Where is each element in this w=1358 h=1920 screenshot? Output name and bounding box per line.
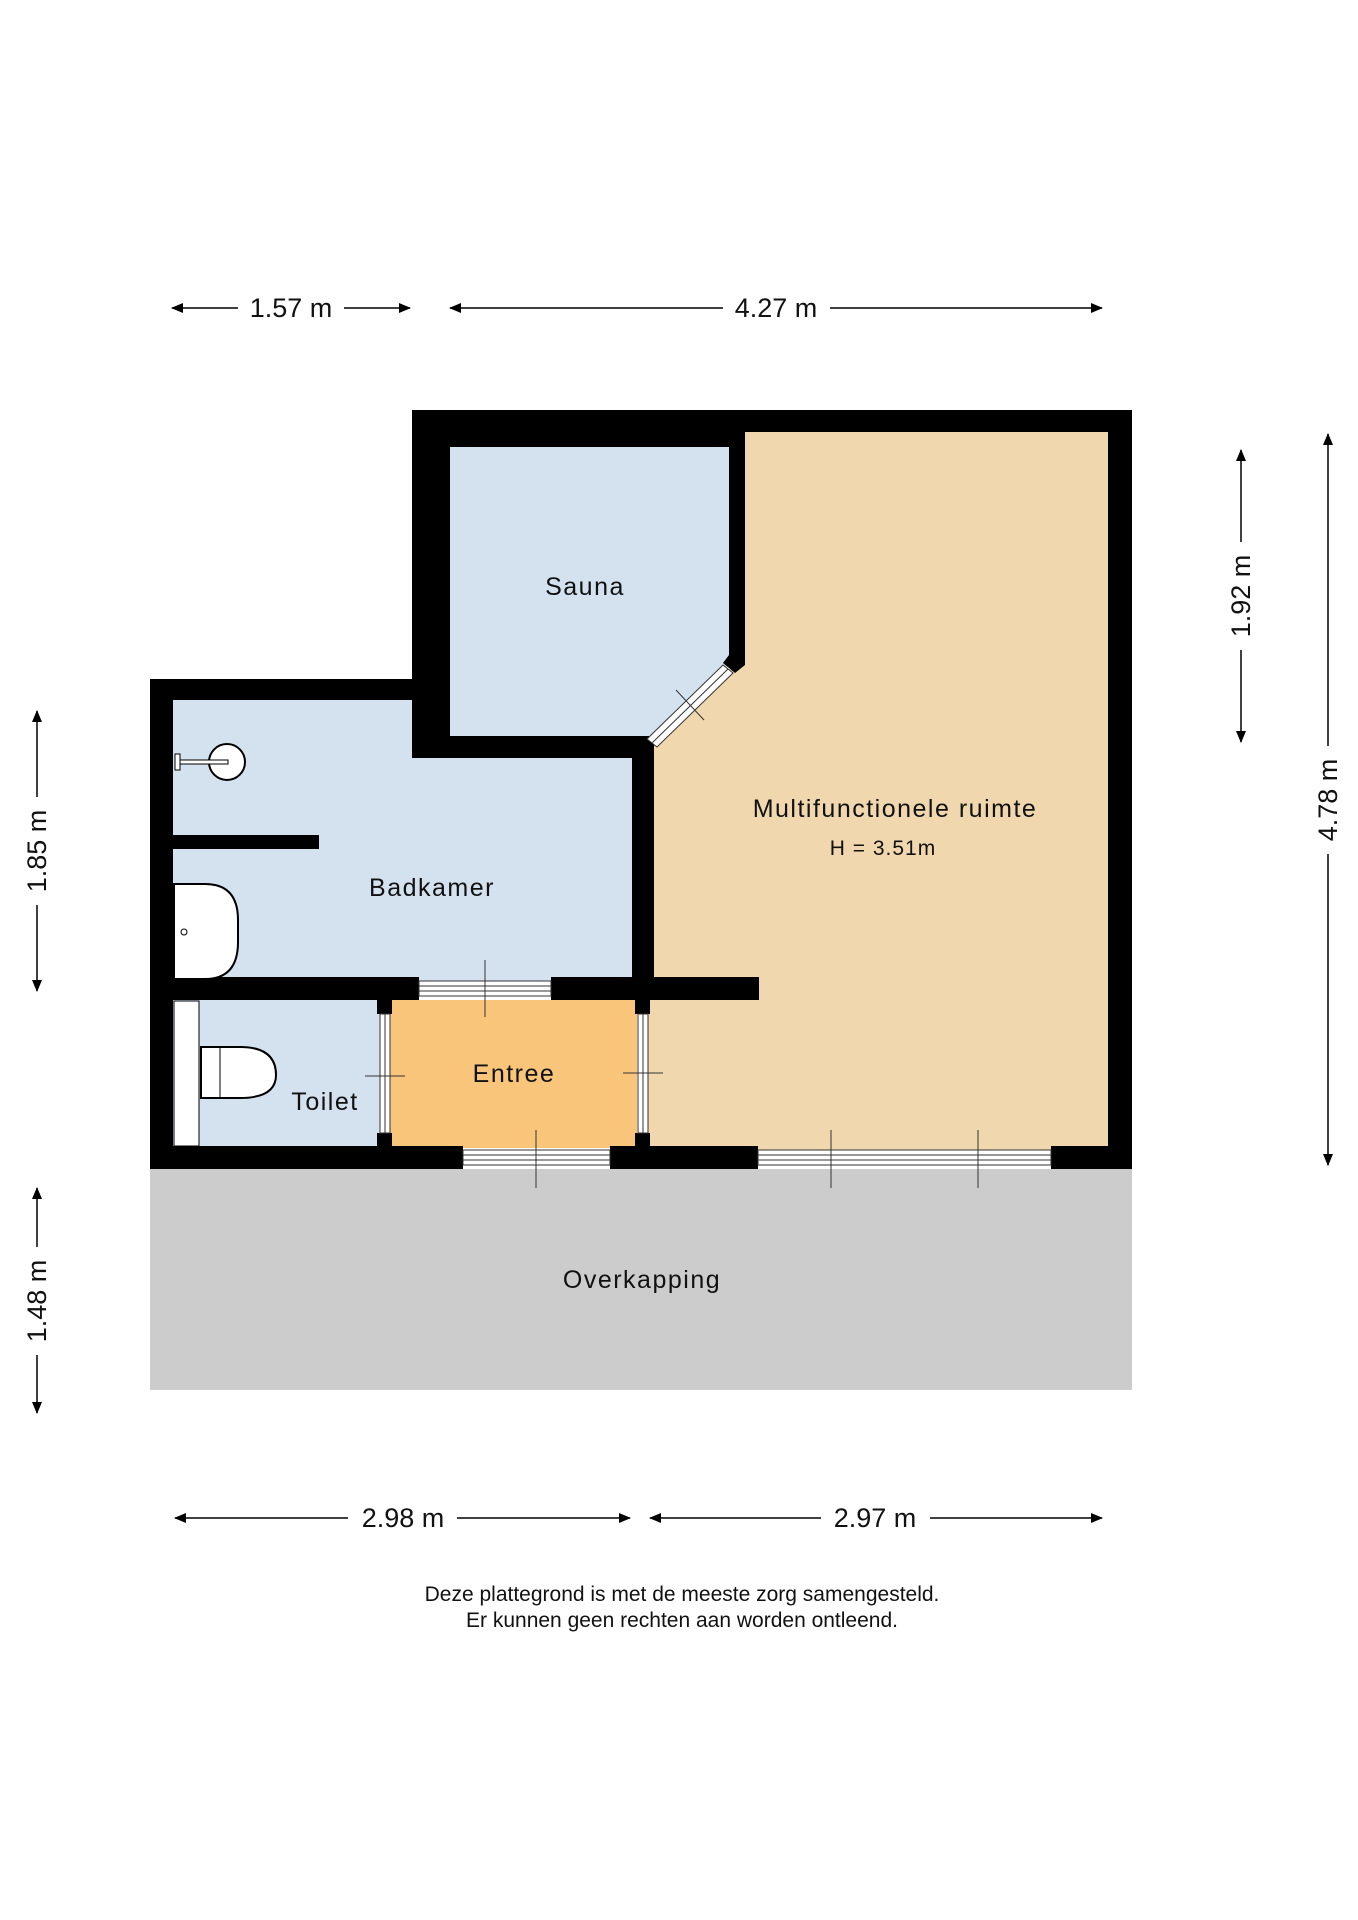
disclaimer-line-1: Deze plattegrond is met de meeste zorg s…: [425, 1583, 940, 1606]
toilet-icon: [173, 1000, 278, 1147]
room-label-badkamer: Badkamer: [369, 874, 495, 902]
overkapping-floor: [150, 1169, 1132, 1390]
svg-text:1.92 m: 1.92 m: [1226, 555, 1256, 638]
svg-text:1.48 m: 1.48 m: [22, 1260, 52, 1343]
badkamer-door[interactable]: [418, 960, 552, 1017]
svg-text:2.98 m: 2.98 m: [362, 1503, 445, 1533]
svg-text:4.78 m: 4.78 m: [1313, 759, 1343, 842]
svg-text:2.97 m: 2.97 m: [834, 1503, 917, 1533]
toilet-door[interactable]: [365, 1013, 405, 1134]
dimension-right-outer: 4.78 m: [1313, 433, 1343, 1166]
dimension-bottom-right: 2.97 m: [649, 1503, 1103, 1533]
svg-text:4.27 m: 4.27 m: [735, 293, 818, 323]
room-label-entree: Entree: [473, 1060, 556, 1088]
disclaimer-line-2: Er kunnen geen rechten aan worden ontlee…: [466, 1609, 898, 1632]
sink-icon: [174, 743, 246, 781]
front-door[interactable]: [462, 1130, 611, 1188]
walls: [150, 410, 1132, 1169]
entree-door[interactable]: [623, 1013, 663, 1134]
room-label-toilet: Toilet: [291, 1088, 358, 1116]
room-height-label: H = 3.51m: [830, 837, 936, 860]
sauna-door[interactable]: [646, 664, 734, 748]
room-label-overkapping: Overkapping: [563, 1266, 721, 1294]
entree-floor: [390, 1000, 637, 1148]
dimension-bottom-left: 2.98 m: [174, 1503, 631, 1533]
sliding-door[interactable]: [757, 1130, 1052, 1188]
room-label-sauna: Sauna: [545, 573, 625, 601]
svg-text:1.85 m: 1.85 m: [22, 810, 52, 893]
sauna-floor: [440, 440, 735, 740]
dimension-top-left: 1.57 m: [171, 293, 411, 323]
dimension-left-upper: 1.85 m: [22, 710, 52, 992]
svg-text:1.57 m: 1.57 m: [250, 293, 333, 323]
dimension-right-inner: 1.92 m: [1226, 449, 1256, 743]
dimension-top-right: 4.27 m: [449, 293, 1103, 323]
multifunctionele-ruimte-floor: [645, 420, 1120, 1160]
room-label-multifunctionele-ruimte: Multifunctionele ruimte: [753, 795, 1038, 823]
dimension-left-lower: 1.48 m: [22, 1187, 52, 1414]
bathtub-icon: [173, 883, 239, 980]
